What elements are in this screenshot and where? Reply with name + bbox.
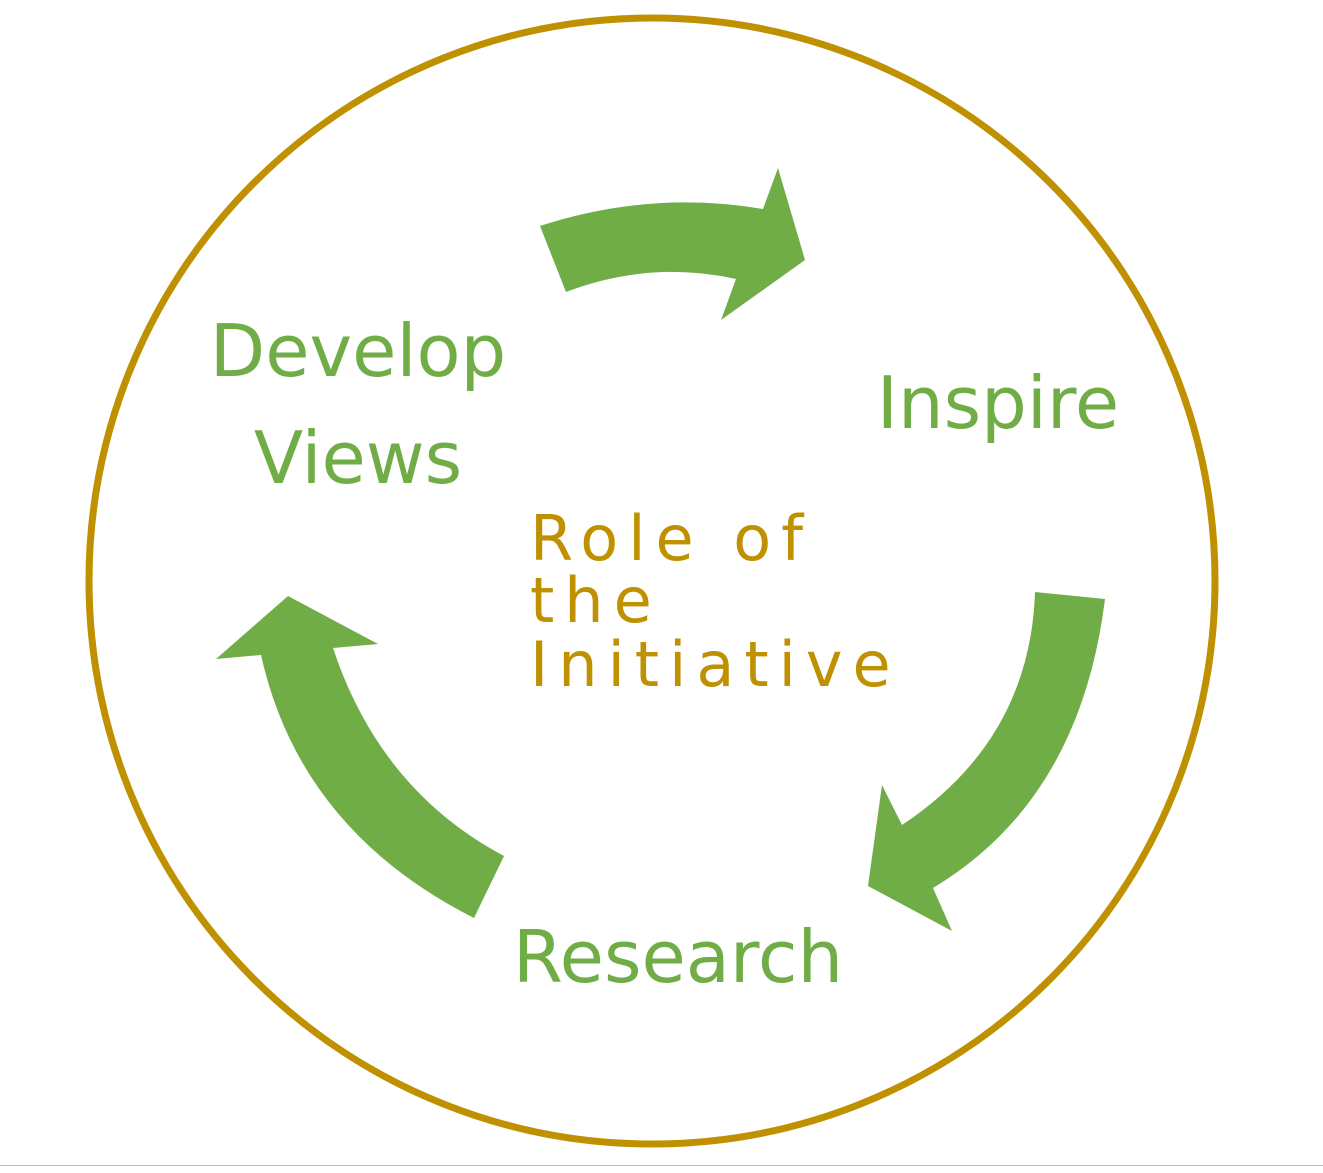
arrow-develop-to-inspire: [540, 168, 805, 320]
arrow-inspire-to-research: [868, 592, 1105, 931]
stage-label-develop: Develop: [210, 309, 506, 393]
arrow-research-to-develop: [216, 596, 504, 918]
center-label-line1: Role of: [530, 502, 813, 575]
center-label-line3: Initiative: [530, 628, 901, 701]
stage-label-research: Research: [513, 915, 843, 999]
stage-label-inspire: Inspire: [877, 361, 1119, 445]
bottom-divider: [0, 1165, 1323, 1166]
outer-ring: [85, 14, 1219, 1148]
center-label-line2: the: [530, 564, 662, 637]
stage-label-views: Views: [254, 416, 462, 500]
